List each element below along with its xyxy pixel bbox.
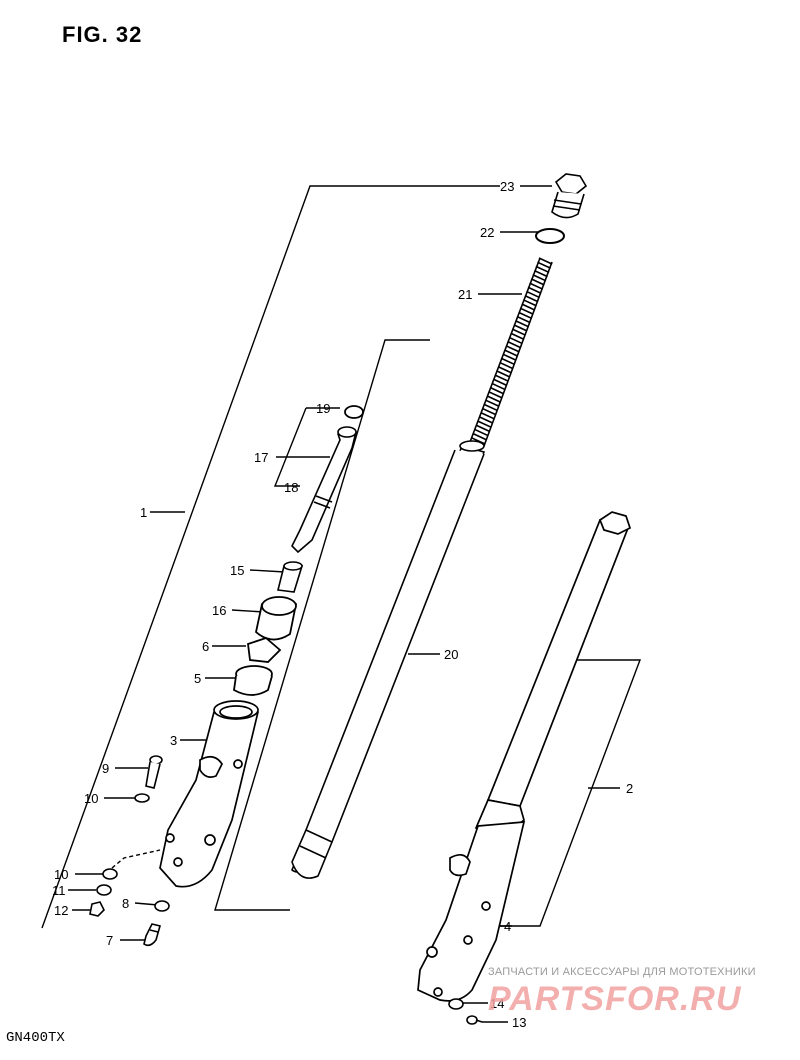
callout-21: 21 bbox=[458, 287, 472, 302]
leader-16 bbox=[231, 609, 265, 613]
part-13-bolt bbox=[466, 1015, 483, 1025]
callout-5: 5 bbox=[194, 671, 201, 686]
callout-6: 6 bbox=[202, 639, 209, 654]
model-code: GN400TX bbox=[6, 1030, 65, 1046]
callout-12: 12 bbox=[54, 903, 68, 918]
callout-8: 8 bbox=[122, 896, 129, 911]
part-10-washer-a bbox=[134, 793, 150, 803]
bracket-1 bbox=[41, 185, 500, 929]
part-21-spring bbox=[469, 257, 553, 447]
part-5-spacer bbox=[233, 665, 273, 696]
part-20-inner-tube bbox=[291, 440, 486, 879]
callout-10b: 10 bbox=[54, 867, 68, 882]
callout-4: 4 bbox=[504, 919, 511, 934]
callout-1: 1 bbox=[140, 505, 147, 520]
callout-20: 20 bbox=[444, 647, 458, 662]
leader-10b-dash bbox=[111, 849, 161, 869]
part-22-o-ring bbox=[535, 228, 565, 244]
figure-title: FIG. 32 bbox=[62, 22, 143, 47]
callout-3: 3 bbox=[170, 733, 177, 748]
callout-11: 11 bbox=[52, 883, 66, 898]
part-12-nut bbox=[89, 901, 105, 917]
callout-15: 15 bbox=[230, 563, 244, 578]
part-10-washer-b bbox=[102, 868, 118, 880]
part-16-oil-seal bbox=[255, 596, 298, 641]
part-7-bolt bbox=[143, 923, 161, 947]
leader-8 bbox=[134, 902, 159, 906]
callout-9: 9 bbox=[102, 761, 109, 776]
part-19-ring bbox=[344, 405, 364, 419]
callout-10a: 10 bbox=[84, 791, 98, 806]
leader-15 bbox=[249, 569, 286, 573]
part-2-fork-assembly-right bbox=[474, 511, 632, 842]
callout-labels: 23 22 21 19 17 18 1 15 16 6 20 5 3 9 2 1… bbox=[52, 179, 633, 1030]
part-15-oil-lock bbox=[277, 561, 304, 593]
part-11-washer bbox=[96, 884, 112, 896]
callout-22: 22 bbox=[480, 225, 494, 240]
part-8-washer bbox=[154, 900, 170, 912]
part-14-washer bbox=[448, 998, 464, 1010]
part-17-damper-rod bbox=[291, 426, 357, 554]
callout-16: 16 bbox=[212, 603, 226, 618]
watermark: ЗАПЧАСТИ И АКСЕССУАРЫ ДЛЯ МОТОТЕХНИКИ PA… bbox=[488, 966, 788, 1019]
part-3-outer-tube-left bbox=[159, 700, 259, 888]
bracket-2 bbox=[485, 659, 642, 927]
callout-17: 17 bbox=[254, 450, 268, 465]
watermark-logo: PARTSFOR.RU bbox=[488, 980, 742, 1018]
part-23-cap-bolt bbox=[551, 173, 588, 219]
callout-7: 7 bbox=[106, 933, 113, 948]
callout-18: 18 bbox=[284, 480, 298, 495]
bracket-20 bbox=[214, 339, 430, 911]
callout-14: 14 bbox=[490, 996, 504, 1011]
part-6-circlip bbox=[247, 636, 282, 663]
bracket-17-18 bbox=[273, 407, 307, 487]
callout-23: 23 bbox=[500, 179, 514, 194]
callout-19: 19 bbox=[316, 401, 330, 416]
callout-13: 13 bbox=[512, 1015, 526, 1030]
part-9-bolt bbox=[145, 755, 163, 789]
callout-2: 2 bbox=[626, 781, 633, 796]
leader-lines bbox=[41, 185, 642, 1023]
watermark-tagline: ЗАПЧАСТИ И АКСЕССУАРЫ ДЛЯ МОТОТЕХНИКИ bbox=[488, 966, 756, 978]
